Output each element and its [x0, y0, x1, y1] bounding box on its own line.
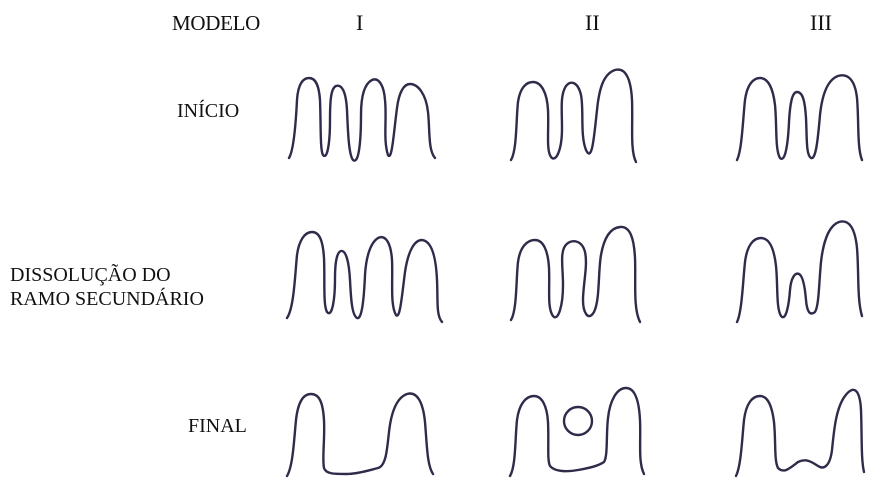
shape-final-model-i: [287, 394, 433, 476]
shape-dissolucao-model-ii: [511, 227, 640, 322]
shape-dissolucao-model-i: [287, 232, 442, 322]
shape-final-model-ii-blob: [564, 407, 592, 435]
shape-inicio-model-iii: [737, 75, 862, 160]
shape-inicio-model-i: [289, 78, 435, 161]
shape-inicio-model-ii: [511, 70, 636, 162]
shape-final-model-ii: [510, 388, 644, 476]
shape-final-model-iii: [736, 390, 864, 476]
shape-dissolucao-model-iii: [737, 221, 862, 322]
